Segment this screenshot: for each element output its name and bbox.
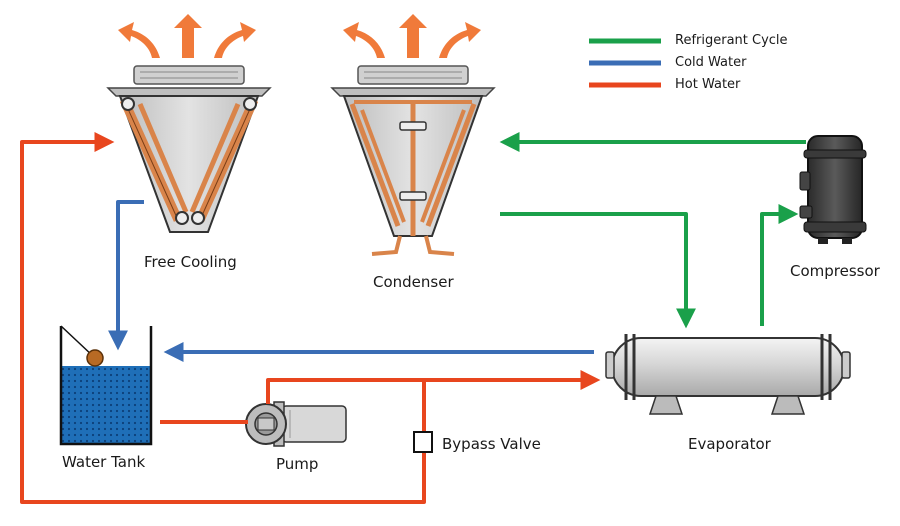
legend-swatches (589, 38, 661, 88)
legend-label-refrigerant: Refrigerant Cycle (675, 33, 788, 48)
free-cooling-label: Free Cooling (144, 253, 237, 271)
pump-unit (245, 401, 347, 447)
heat-arrows-condenser (343, 14, 481, 58)
heat-arrows-free-cooling (118, 14, 256, 58)
legend-label-cold-water: Cold Water (675, 55, 747, 70)
compressor-label: Compressor (790, 262, 880, 280)
cold-water-pipes (108, 200, 594, 362)
hot-water-pipes (20, 132, 601, 504)
condenser-unit (330, 65, 496, 256)
compressor-unit (799, 135, 867, 244)
legend-label-hot-water: Hot Water (675, 77, 741, 92)
refrigerant-pipes (499, 132, 806, 329)
evaporator-unit (605, 334, 851, 415)
bypass-valve-label: Bypass Valve (442, 435, 541, 453)
condenser-label: Condenser (373, 273, 454, 291)
evaporator-label: Evaporator (688, 435, 771, 453)
water-tank-label: Water Tank (62, 453, 146, 471)
bypass-valve-icon (413, 431, 433, 453)
pump-label: Pump (276, 455, 319, 473)
free-cooling-unit (106, 65, 272, 233)
water-tank (59, 325, 153, 446)
